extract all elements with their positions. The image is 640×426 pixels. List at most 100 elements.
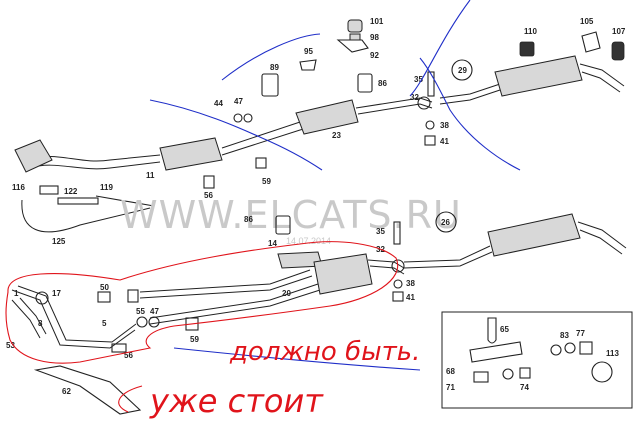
handwriting-should-be: должно быть. — [229, 337, 420, 367]
label-44: 44 — [214, 99, 223, 108]
ring-47 — [243, 113, 253, 123]
label-71: 71 — [446, 383, 455, 392]
watermark-text: WWW.ELCATS.RU — [120, 193, 462, 237]
lambda-sensor-116 — [39, 185, 59, 195]
label-47: 47 — [234, 97, 243, 106]
rear-muffler-26 — [487, 213, 581, 257]
label-74-b: 74 — [520, 383, 529, 392]
label-32: 32 — [410, 93, 419, 102]
label-113: 113 — [606, 349, 619, 358]
washer-83 — [564, 342, 576, 354]
label-92: 92 — [370, 51, 379, 60]
label-50: 50 — [100, 283, 109, 292]
hanger-95 — [299, 59, 317, 71]
bolt-56-bottom — [111, 343, 127, 353]
gasket-17 — [35, 291, 49, 305]
label-41-b: 41 — [406, 293, 415, 302]
mount-86-bottom — [275, 215, 291, 235]
bolt-71 — [473, 371, 489, 383]
label-101: 101 — [370, 17, 384, 26]
nut-41-bottom — [392, 291, 404, 302]
label-23: 23 — [332, 131, 341, 140]
nut-44 — [233, 113, 243, 123]
washer-38-bottom — [393, 279, 403, 289]
label-89: 89 — [270, 63, 279, 72]
label-77: 77 — [576, 329, 585, 338]
label-98: 98 — [370, 33, 379, 42]
nut-74-box — [519, 367, 531, 379]
washer-98 — [349, 33, 361, 41]
label-56-b: 56 — [124, 351, 133, 360]
label-105: 105 — [580, 17, 594, 26]
mount-86 — [357, 73, 373, 93]
mount-105 — [581, 31, 601, 53]
clamp-bottom — [391, 259, 405, 273]
date-stamp: 14.07.2014 — [286, 236, 331, 246]
nut-59-bottom — [185, 317, 199, 331]
catalytic-converter — [159, 137, 223, 171]
label-38: 38 — [440, 121, 449, 130]
washer-83-box — [502, 368, 514, 380]
label-47-b: 47 — [150, 307, 159, 316]
label-68: 68 — [446, 367, 455, 376]
handwriting-already-installed: уже стоит — [149, 382, 324, 420]
rear-muffler — [494, 55, 583, 97]
nut-77 — [579, 341, 593, 355]
label-41: 41 — [440, 137, 449, 146]
label-62: 62 — [62, 387, 71, 396]
label-56: 56 — [204, 191, 213, 200]
gasket-1 — [127, 289, 139, 303]
rod-119 — [95, 195, 155, 207]
label-17: 17 — [52, 289, 61, 298]
label-95: 95 — [304, 47, 313, 56]
label-1: 1 — [14, 289, 19, 298]
label-110: 110 — [524, 27, 537, 36]
ring-55 — [136, 316, 148, 328]
label-86-b: 86 — [244, 215, 253, 224]
label-59-b: 59 — [190, 335, 199, 344]
label-86: 86 — [378, 79, 387, 88]
wrench-icon — [591, 361, 613, 383]
label-116: 116 — [12, 183, 25, 192]
label-35: 35 — [414, 75, 423, 84]
detail-callout-29 — [451, 59, 473, 81]
bolt-35-bottom — [393, 221, 401, 245]
gasket-50 — [97, 291, 111, 303]
label-119: 119 — [100, 183, 113, 192]
label-11: 11 — [146, 171, 155, 180]
mount-89 — [261, 73, 279, 97]
top-callouts: 101 98 92 95 89 86 44 47 23 35 32 29 38 … — [12, 17, 626, 246]
detail-callout-26 — [435, 211, 457, 233]
label-83: 83 — [560, 331, 569, 340]
label-38-b: 38 — [406, 279, 415, 288]
detail-box — [441, 311, 633, 409]
clamp-bracket — [469, 341, 523, 363]
bottom-assembly — [11, 211, 627, 415]
bolt-56 — [203, 175, 215, 189]
label-20: 20 — [282, 289, 291, 298]
label-5: 5 — [102, 319, 107, 328]
mount-107 — [611, 41, 625, 61]
blue-annotations — [149, 0, 521, 371]
washer-74 — [550, 344, 562, 356]
label-8: 8 — [38, 319, 43, 328]
label-35-b: 35 — [376, 227, 385, 236]
label-122: 122 — [64, 187, 78, 196]
red-annotations — [5, 241, 399, 413]
label-53: 53 — [6, 341, 15, 350]
label-107: 107 — [612, 27, 626, 36]
ring-47-bottom — [148, 316, 160, 328]
rubber-mount-101 — [347, 19, 363, 33]
bump-stop-110 — [519, 41, 535, 57]
label-29: 29 — [458, 66, 467, 75]
bracket-92 — [336, 39, 369, 53]
u-bolt-65 — [487, 317, 497, 344]
label-14: 14 — [268, 239, 277, 248]
bottom-callouts: 86 14 35 32 26 20 38 41 50 1 17 8 53 5 5… — [6, 215, 619, 396]
exhaust-manifold-flange — [14, 139, 53, 173]
nut-41 — [424, 135, 436, 146]
label-125: 125 — [52, 237, 66, 246]
center-muffler — [295, 99, 359, 135]
bracket-62 — [33, 365, 142, 415]
